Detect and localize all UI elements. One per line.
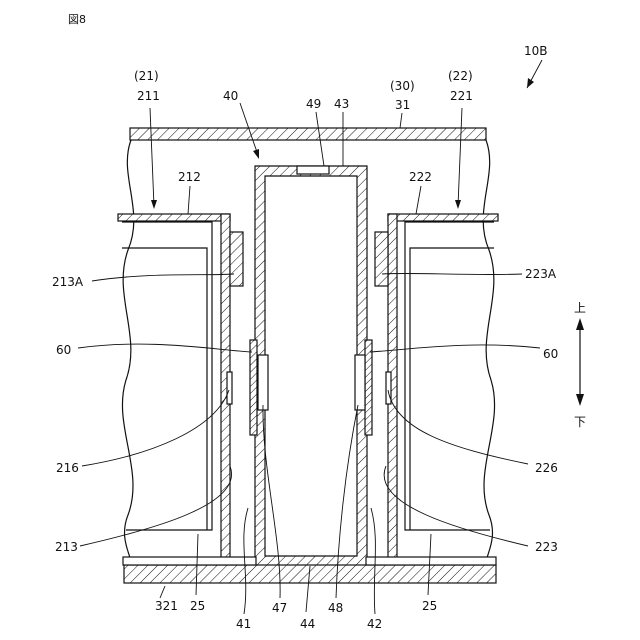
right-terminal-223A xyxy=(375,232,388,286)
ref-25-right: 25 xyxy=(422,599,437,613)
right-electrode-223 xyxy=(405,222,494,530)
direction-arrow-up-head xyxy=(576,318,584,330)
right-break-line xyxy=(483,140,494,558)
left-pad-216 xyxy=(227,372,232,404)
ref-44: 44 xyxy=(300,617,315,631)
ref-60-right: 60 xyxy=(543,347,558,361)
base-insulator-left-25 xyxy=(123,557,256,565)
ref-213A: 213A xyxy=(52,275,84,289)
ref-43: 43 xyxy=(334,97,349,111)
ref-211: 211 xyxy=(137,89,160,103)
ref-49: 49 xyxy=(306,97,321,111)
ref-47: 47 xyxy=(272,601,287,615)
contact-48 xyxy=(355,355,365,410)
left-electrode-213 xyxy=(122,222,212,530)
ref-40: 40 xyxy=(223,89,238,103)
right-electrode-inner xyxy=(410,248,494,530)
ref-42: 42 xyxy=(367,617,382,631)
left-electrode-inner xyxy=(122,248,207,530)
ref-212: 212 xyxy=(178,170,201,184)
ref-60-left: 60 xyxy=(56,343,71,357)
ref-213: 213 xyxy=(55,540,78,554)
spacer-60-right xyxy=(365,340,372,435)
base-insulator-right-25 xyxy=(366,557,496,565)
ref-31: 31 xyxy=(395,98,410,112)
left-break-line xyxy=(122,140,133,558)
ref-226: 226 xyxy=(535,461,558,475)
top-plate-31 xyxy=(130,128,486,140)
vent-49 xyxy=(297,166,329,174)
ref-223: 223 xyxy=(535,540,558,554)
figure-label: 図8 xyxy=(68,13,86,26)
contact-47 xyxy=(258,355,268,410)
ref-216: 216 xyxy=(56,461,79,475)
right-cell-top-222 xyxy=(388,214,498,221)
ref-321: 321 xyxy=(155,599,178,613)
ref-21: (21) xyxy=(134,69,159,83)
direction-up: 上 xyxy=(574,301,586,315)
left-cell-top-212 xyxy=(118,214,230,221)
ref-22: (22) xyxy=(448,69,473,83)
ref-41: 41 xyxy=(236,617,251,631)
spacer-60-left xyxy=(250,340,257,435)
assembly-arrow-head xyxy=(527,78,534,88)
direction-arrow-down-head xyxy=(576,394,584,406)
ref-30: (30) xyxy=(390,79,415,93)
assembly-ref: 10B xyxy=(524,44,548,58)
left-terminal-213A xyxy=(230,232,243,286)
ref-25-left: 25 xyxy=(190,599,205,613)
ref-223A: 223A xyxy=(525,267,557,281)
ref-48: 48 xyxy=(328,601,343,615)
direction-down: 下 xyxy=(574,415,586,429)
leader-lines xyxy=(78,103,540,614)
ref-222: 222 xyxy=(409,170,432,184)
ref-221: 221 xyxy=(450,89,473,103)
